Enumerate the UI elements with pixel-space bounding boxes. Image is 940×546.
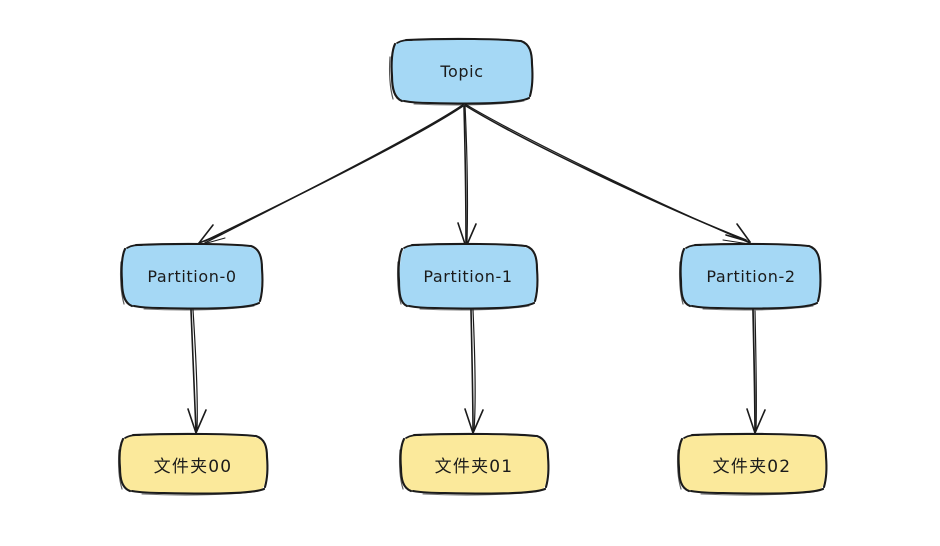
edge-partition-0-to-folder-0 — [187, 309, 207, 434]
node-partition-2[interactable] — [679, 242, 822, 311]
edge-topic-to-partition-2 — [464, 103, 751, 245]
node-partition-0[interactable] — [120, 242, 264, 311]
edge-topic-to-partition-0 — [198, 103, 465, 246]
edge-partition-2-to-folder-2 — [746, 309, 766, 434]
edge-partition-1-to-folder-1 — [464, 309, 484, 434]
node-topic[interactable] — [389, 37, 534, 106]
node-partition-1[interactable] — [397, 242, 539, 311]
node-folder-0[interactable] — [118, 432, 269, 496]
node-folder-2[interactable] — [677, 432, 828, 496]
edge-topic-to-partition-1 — [457, 104, 477, 248]
node-folder-1[interactable] — [399, 432, 550, 496]
